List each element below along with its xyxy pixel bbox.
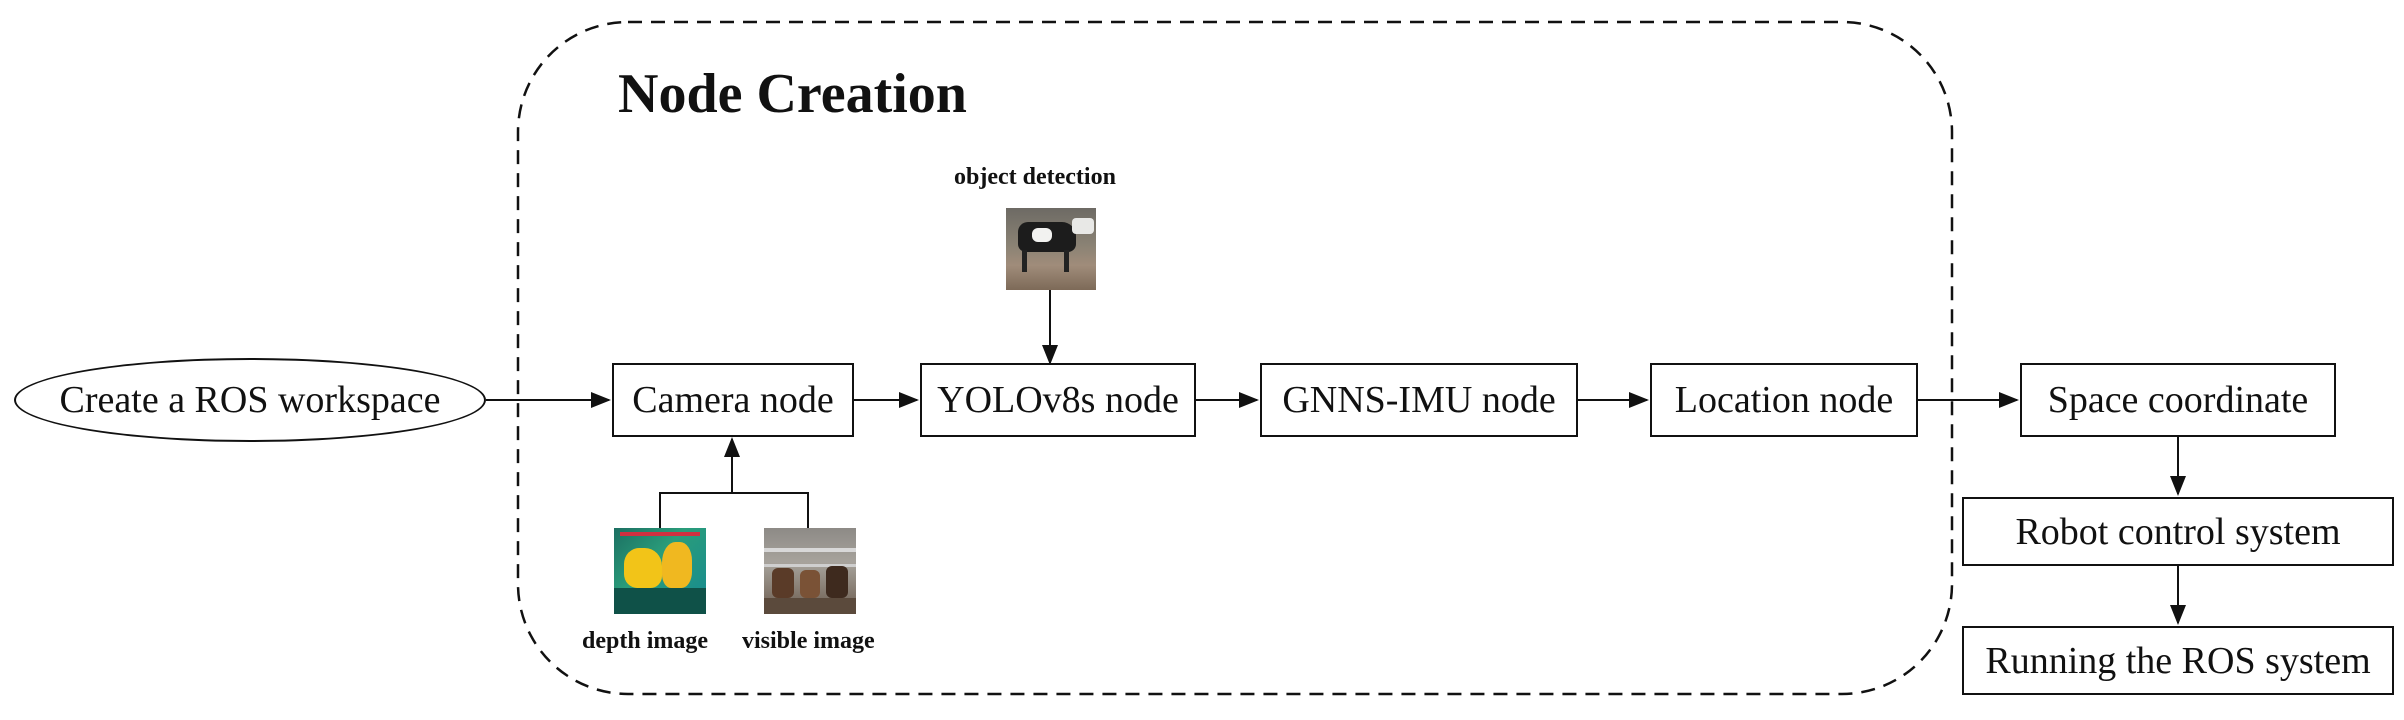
object-detection-image bbox=[1006, 208, 1096, 290]
visible-image bbox=[764, 528, 856, 614]
node-creation-title: Node Creation bbox=[618, 63, 967, 125]
location-node-box[interactable]: Location node bbox=[1650, 363, 1918, 437]
depth-image-caption: depth image bbox=[582, 628, 708, 654]
yolo-node-box[interactable]: YOLOv8s node bbox=[920, 363, 1196, 437]
create-workspace-ellipse[interactable]: Create a ROS workspace bbox=[14, 358, 486, 442]
visible-image-caption: visible image bbox=[742, 628, 875, 654]
space-coordinate-box[interactable]: Space coordinate bbox=[2020, 363, 2336, 437]
gnns-imu-node-box[interactable]: GNNS-IMU node bbox=[1260, 363, 1578, 437]
camera-node-box[interactable]: Camera node bbox=[612, 363, 854, 437]
object-detection-caption: object detection bbox=[954, 164, 1116, 190]
connector-images-to-camera bbox=[659, 492, 809, 528]
depth-image bbox=[614, 528, 706, 614]
robot-control-system-box[interactable]: Robot control system bbox=[1962, 497, 2394, 566]
node-creation-group-boundary bbox=[516, 20, 1954, 696]
running-ros-system-box[interactable]: Running the ROS system bbox=[1962, 626, 2394, 695]
